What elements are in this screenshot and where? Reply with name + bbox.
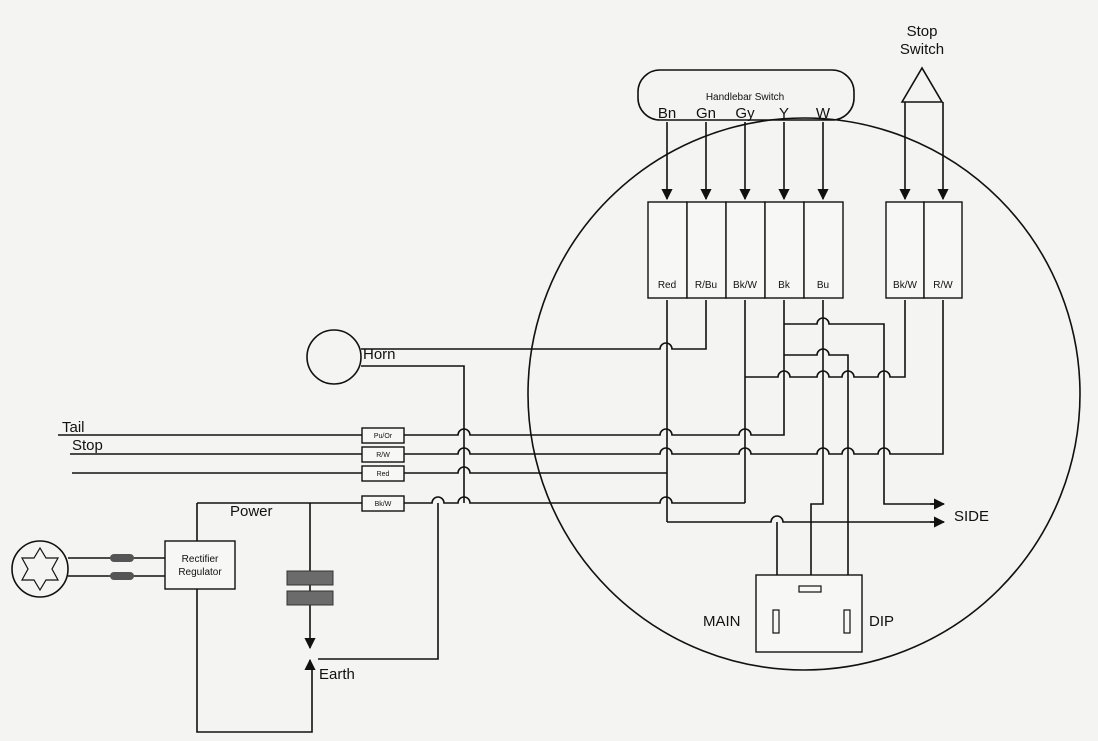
handlebar-switch-body xyxy=(637,69,855,121)
fuse-label-pu-or: Pu/Or xyxy=(374,433,393,440)
headlight-bulb: MAIN DIP xyxy=(703,574,894,653)
bulb-dip-terminal xyxy=(843,609,851,634)
handlebar-switch-title: Handlebar Switch xyxy=(706,92,784,103)
side-label: SIDE xyxy=(954,508,989,525)
connector-label-bu: Bu xyxy=(817,280,829,291)
wire-bu-vertical xyxy=(810,300,824,575)
bulb-earth-tab xyxy=(798,585,822,593)
handlebar-switch: Handlebar Switch Bn Gn Gy Y W xyxy=(637,69,855,122)
stop-switch-label-line1: Stop xyxy=(907,23,938,40)
dip-beam-label: DIP xyxy=(869,613,894,630)
alternator-connectors xyxy=(110,554,134,580)
battery-plate-lower xyxy=(286,590,334,606)
connector-label-bk: Bk xyxy=(778,280,791,291)
fuse-pu-or xyxy=(361,427,405,444)
wire-crosslink-middle xyxy=(784,348,849,377)
horn-symbol xyxy=(306,329,362,385)
stop-switch: Stop Switch xyxy=(899,23,949,201)
stop-switch-triangle xyxy=(900,66,944,103)
battery xyxy=(286,570,334,606)
handlebar-wire-w: W xyxy=(816,105,831,122)
fuse-label-bk-w: Bk/W xyxy=(375,501,392,508)
rectifier-body xyxy=(164,540,236,590)
fuse-red xyxy=(361,465,405,482)
wire-power-bk-w xyxy=(197,496,745,504)
wire-tail-pu-or xyxy=(58,300,785,436)
rectifier-label-line1: Rectifier xyxy=(182,554,219,565)
handlebar-wire-y: Y xyxy=(779,105,789,122)
wire-crosslink-upper xyxy=(784,317,935,505)
stop-connector-label-r-w: R/W xyxy=(933,280,953,291)
fuse-label-red: Red xyxy=(377,471,390,478)
wire-crosslink-lower xyxy=(745,300,906,378)
headlamp-shell-circle xyxy=(527,117,1081,671)
stop-connector-block: Bk/W R/W xyxy=(885,201,963,299)
battery-plate-upper xyxy=(286,570,334,586)
wire-main-feed xyxy=(667,515,935,523)
horn: Horn xyxy=(306,329,396,385)
handlebar-wire-gn: Gn xyxy=(696,105,716,122)
alternator xyxy=(11,540,69,598)
connector-plug-2 xyxy=(110,572,134,580)
rectifier-label-line2: Regulator xyxy=(178,567,222,578)
fuse-label-r-w: R/W xyxy=(376,452,390,459)
connector-label-red: Red xyxy=(658,280,676,291)
connector-plug-1 xyxy=(110,554,134,562)
wire-stop-r-w xyxy=(70,300,944,455)
fuse-r-w xyxy=(361,446,405,463)
stop-lead-label: Stop xyxy=(72,437,103,454)
tail-lead-label: Tail xyxy=(62,419,85,436)
wire-power-loop xyxy=(196,503,313,733)
inline-fuses: Pu/Or R/W Red Bk/W xyxy=(361,427,405,512)
horn-label: Horn xyxy=(363,346,396,363)
stop-switch-label-line2: Switch xyxy=(900,41,944,58)
bulb-main-terminal xyxy=(772,609,780,634)
fuse-bk-w xyxy=(361,495,405,512)
connector-cell-red xyxy=(647,201,688,299)
earth-label: Earth xyxy=(319,666,355,683)
wire-horn-return xyxy=(361,365,465,503)
handlebar-wire-gy: Gy xyxy=(735,105,755,122)
stop-connector-cell-r-w xyxy=(923,201,963,299)
main-beam-label: MAIN xyxy=(703,613,741,630)
stop-connector-label-bk-w: Bk/W xyxy=(893,280,917,291)
main-connector-block: Red R/Bu Bk/W Bk Bu xyxy=(647,201,844,299)
handlebar-wire-bn: Bn xyxy=(658,105,676,122)
connector-cell-bu xyxy=(803,201,844,299)
connector-label-r-bu: R/Bu xyxy=(695,280,717,291)
power-label: Power xyxy=(230,503,273,520)
alternator-body xyxy=(11,540,69,598)
connector-label-bk-w: Bk/W xyxy=(733,280,757,291)
wire-earth-return xyxy=(318,503,439,660)
alternator-star-icon xyxy=(20,546,60,592)
rectifier-regulator: Rectifier Regulator xyxy=(164,540,236,590)
